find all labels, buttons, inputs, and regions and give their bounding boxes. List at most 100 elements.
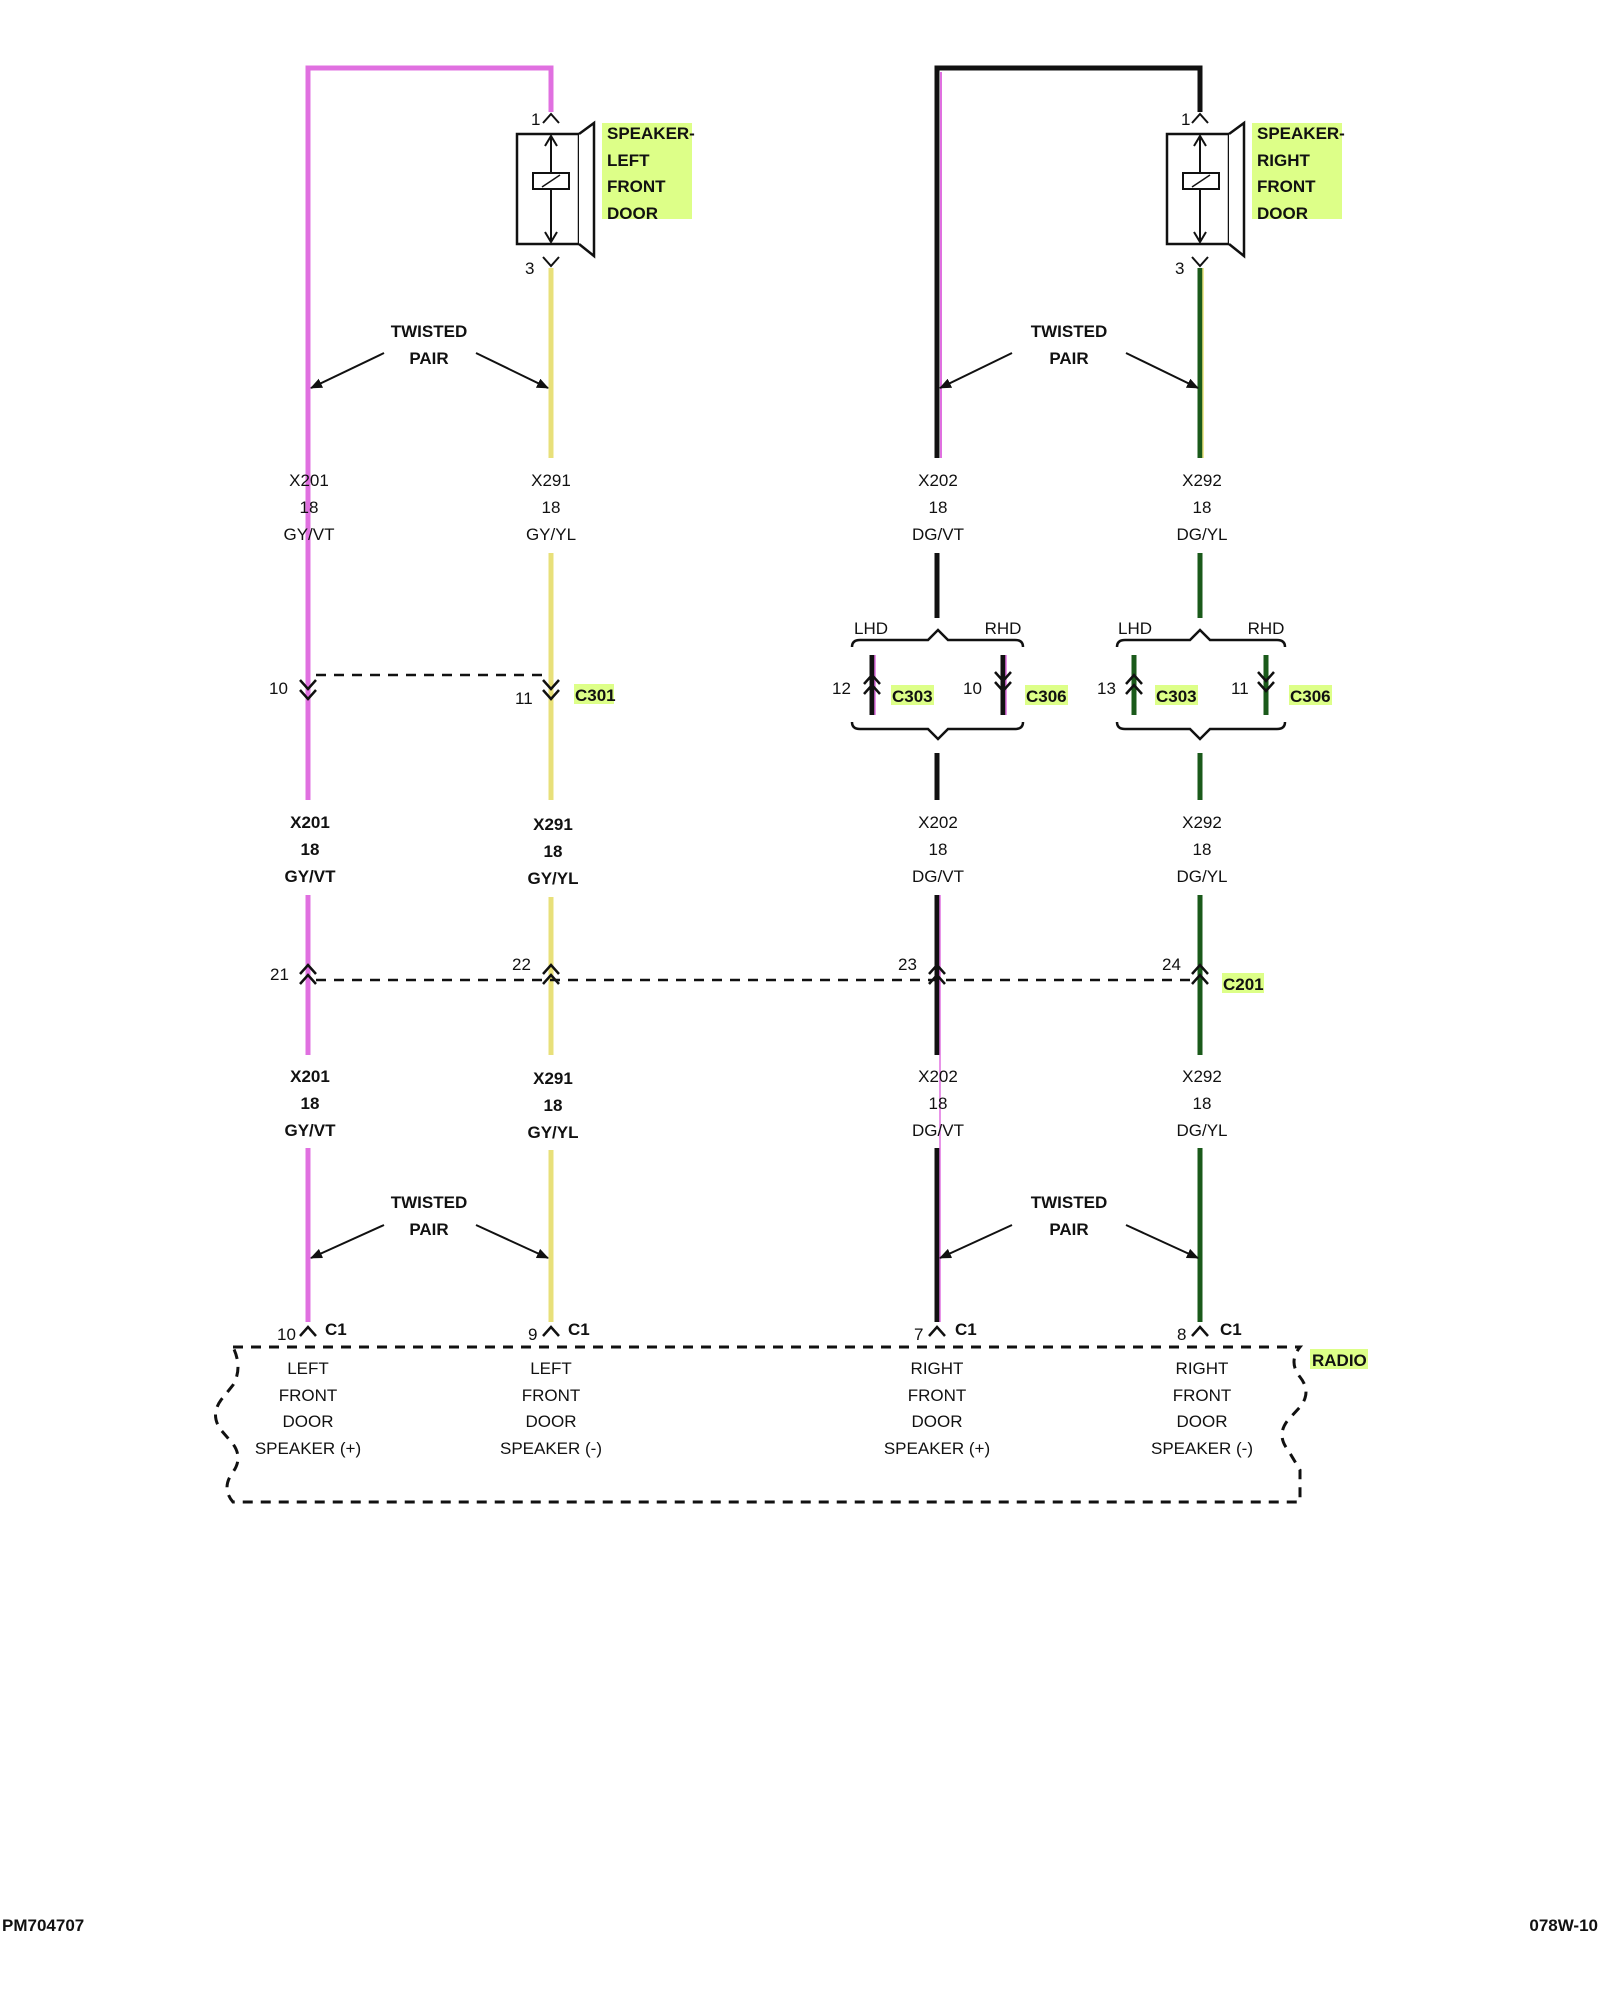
- wire-x202-loop-a: [934, 65, 1203, 458]
- speaker-right-label-2: RIGHT: [1257, 151, 1311, 170]
- wire-labels-row3: X201 18 GY/VT X291 18 GY/YL X202 18 DG/V…: [284, 1067, 1227, 1142]
- speaker-left-pin-3: 3: [525, 259, 534, 278]
- x201-gauge-2: 18: [301, 840, 320, 859]
- radio-rfds-neg-1: RIGHT: [1176, 1359, 1229, 1378]
- x291-circuit-3: X291: [533, 1069, 573, 1088]
- x291-gauge: 18: [542, 498, 561, 517]
- c301-name: C301: [575, 686, 616, 705]
- x291-color-2: GY/YL: [527, 869, 578, 888]
- x292-circuit-3: X292: [1182, 1067, 1222, 1086]
- x291-gauge-2: 18: [544, 842, 563, 861]
- x291-gauge-3: 18: [544, 1096, 563, 1115]
- radio-c1-b: C1: [568, 1320, 590, 1339]
- x201-circuit: X201: [289, 471, 329, 490]
- speaker-left-front-door: [515, 112, 692, 268]
- c201-pin-22: 22: [512, 955, 531, 974]
- x202-c303-label: C303: [892, 687, 933, 706]
- speaker-right-pin-3: 3: [1175, 259, 1184, 278]
- radio-c1-a: C1: [325, 1320, 347, 1339]
- x292-c303-label: C303: [1156, 687, 1197, 706]
- twisted-pair-2-line2: PAIR: [1049, 349, 1088, 368]
- x202-rhd-pin: 10: [963, 679, 982, 698]
- twisted-pair-4-line1: TWISTED: [1031, 1193, 1108, 1212]
- twisted-pair-labels: TWISTED PAIR TWISTED PAIR TWISTED PAIR T…: [391, 322, 1108, 1239]
- connector-c301: C301 10 11: [269, 673, 616, 708]
- x202-gauge-3: 18: [929, 1094, 948, 1113]
- wire-labels-row2: X201 18 GY/VT X291 18 GY/YL X202 18 DG/V…: [284, 813, 1227, 888]
- x201-gauge: 18: [300, 498, 319, 517]
- x202-c306-label: C306: [1026, 687, 1067, 706]
- x292-c306-label: C306: [1290, 687, 1331, 706]
- radio-lfds-pos-3: DOOR: [283, 1412, 334, 1431]
- radio-pin-9: 9: [528, 1325, 537, 1344]
- radio-rfds-pos-1: RIGHT: [911, 1359, 964, 1378]
- c301-pin-10: 10: [269, 679, 288, 698]
- x292-gauge-2: 18: [1193, 840, 1212, 859]
- speaker-left-label-2: LEFT: [607, 151, 650, 170]
- wires: [305, 65, 1269, 1322]
- x201-gauge-3: 18: [301, 1094, 320, 1113]
- speaker-right-pin-1: 1: [1181, 110, 1190, 129]
- c301-pin-11: 11: [515, 689, 533, 708]
- x292-lhd-label: LHD: [1118, 619, 1152, 638]
- radio-c1-d: C1: [1220, 1320, 1242, 1339]
- x201-circuit-3: X201: [290, 1067, 330, 1086]
- radio-lfds-neg-4: SPEAKER (-): [500, 1439, 602, 1458]
- x202-color-3: DG/VT: [912, 1121, 964, 1140]
- x202-circuit-2: X202: [918, 813, 958, 832]
- c201-pin-21: 21: [270, 965, 289, 984]
- x201-color: GY/VT: [283, 525, 334, 544]
- x292-lhd-pin: 13: [1097, 679, 1116, 698]
- x292-circuit-2: X292: [1182, 813, 1222, 832]
- radio-lfds-pos-2: FRONT: [279, 1386, 338, 1405]
- x202-gauge-2: 18: [929, 840, 948, 859]
- x292-circuit: X292: [1182, 471, 1222, 490]
- x291-circuit: X291: [531, 471, 571, 490]
- lhd-rhd-x202: [850, 628, 1025, 741]
- x202-lhd-label: LHD: [854, 619, 888, 638]
- radio-pin-10: 10: [277, 1325, 296, 1344]
- radio-rfds-pos-2: FRONT: [908, 1386, 967, 1405]
- x201-circuit-2: X201: [290, 813, 330, 832]
- x292-gauge: 18: [1193, 498, 1212, 517]
- radio-lfds-neg-1: LEFT: [530, 1359, 572, 1378]
- radio-lfds-neg-2: FRONT: [522, 1386, 581, 1405]
- radio-c1-c: C1: [955, 1320, 977, 1339]
- radio-name: RADIO: [1312, 1351, 1367, 1370]
- twisted-pair-4-line2: PAIR: [1049, 1220, 1088, 1239]
- radio-rfds-neg-3: DOOR: [1177, 1412, 1228, 1431]
- radio-lfds-pos-1: LEFT: [287, 1359, 329, 1378]
- speaker-right-label-3: FRONT: [1257, 177, 1316, 196]
- twisted-pair-3-line1: TWISTED: [391, 1193, 468, 1212]
- radio-pin-8: 8: [1177, 1325, 1186, 1344]
- radio-lfds-pos-4: SPEAKER (+): [255, 1439, 361, 1458]
- speaker-right-label-1: SPEAKER-: [1257, 124, 1345, 143]
- footer-left-code: PM704707: [2, 1916, 84, 1935]
- x292-color-2: DG/YL: [1176, 867, 1227, 886]
- speaker-right-label-4: DOOR: [1257, 204, 1308, 223]
- lhd-rhd-x292: [1115, 628, 1287, 741]
- speaker-left-pin-1: 1: [531, 110, 540, 129]
- speaker-labels: SPEAKER- LEFT FRONT DOOR 1 3 SPEAKER- RI…: [525, 110, 1345, 278]
- c201-name: C201: [1223, 975, 1264, 994]
- x292-gauge-3: 18: [1193, 1094, 1212, 1113]
- x202-gauge: 18: [929, 498, 948, 517]
- radio-rfds-neg-4: SPEAKER (-): [1151, 1439, 1253, 1458]
- x292-rhd-pin: 11: [1231, 679, 1249, 698]
- x202-lhd-pin: 12: [832, 679, 851, 698]
- radio-rfds-pos-4: SPEAKER (+): [884, 1439, 990, 1458]
- radio-rfds-pos-3: DOOR: [912, 1412, 963, 1431]
- x202-color-2: DG/VT: [912, 867, 964, 886]
- c201-pin-23: 23: [898, 955, 917, 974]
- radio-module: RADIO 10 C1 9 C1 7 C1 8 C1 LEFT FRONT DO…: [214, 1320, 1368, 1504]
- x202-circuit: X202: [918, 471, 958, 490]
- radio-pin-7: 7: [914, 1325, 923, 1344]
- x292-color-3: DG/YL: [1176, 1121, 1227, 1140]
- connector-c201: C201 21 22 23 24: [270, 955, 1264, 994]
- wire-labels-row1: X201 18 GY/VT X291 18 GY/YL X202 18 DG/V…: [283, 471, 1227, 544]
- footer: PM704707 078W-10: [2, 1916, 1598, 1935]
- x292-color: DG/YL: [1176, 525, 1227, 544]
- twisted-pair-2-line1: TWISTED: [1031, 322, 1108, 341]
- x292-rhd-label: RHD: [1248, 619, 1285, 638]
- radio-lfds-neg-3: DOOR: [526, 1412, 577, 1431]
